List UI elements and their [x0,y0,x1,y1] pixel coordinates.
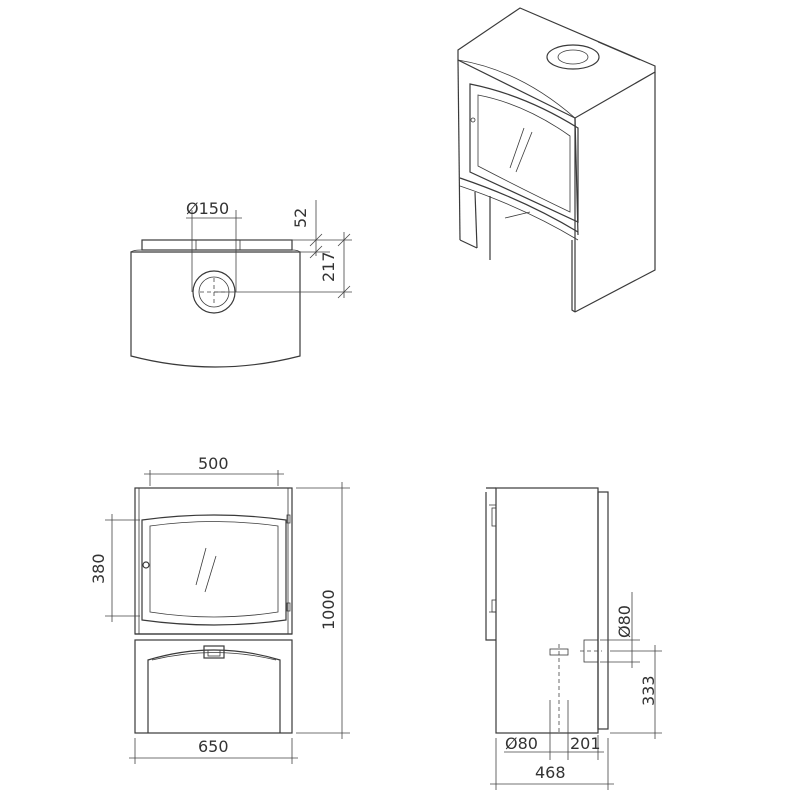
flue-diameter-label: Ø150 [186,199,229,218]
offset-217-label: 217 [319,251,338,282]
side-view: Ø80 333 Ø80 201 468 [485,487,662,790]
width-500-label: 500 [198,454,229,473]
height-1000-label: 1000 [319,589,338,630]
height-333-label: 333 [639,675,658,706]
depth-468-label: 468 [535,763,566,782]
offset-52-label: 52 [291,208,310,228]
height-380-label: 380 [89,553,108,584]
top-view: Ø150 52 217 [130,199,352,368]
air-inlet-diameter-label: Ø80 [505,734,538,753]
width-650-label: 650 [198,737,229,756]
isometric-view [457,7,656,313]
rear-flue-diameter-label: Ø80 [615,605,634,638]
front-view: 500 380 1000 650 [89,454,350,764]
offset-201-label: 201 [570,734,601,753]
